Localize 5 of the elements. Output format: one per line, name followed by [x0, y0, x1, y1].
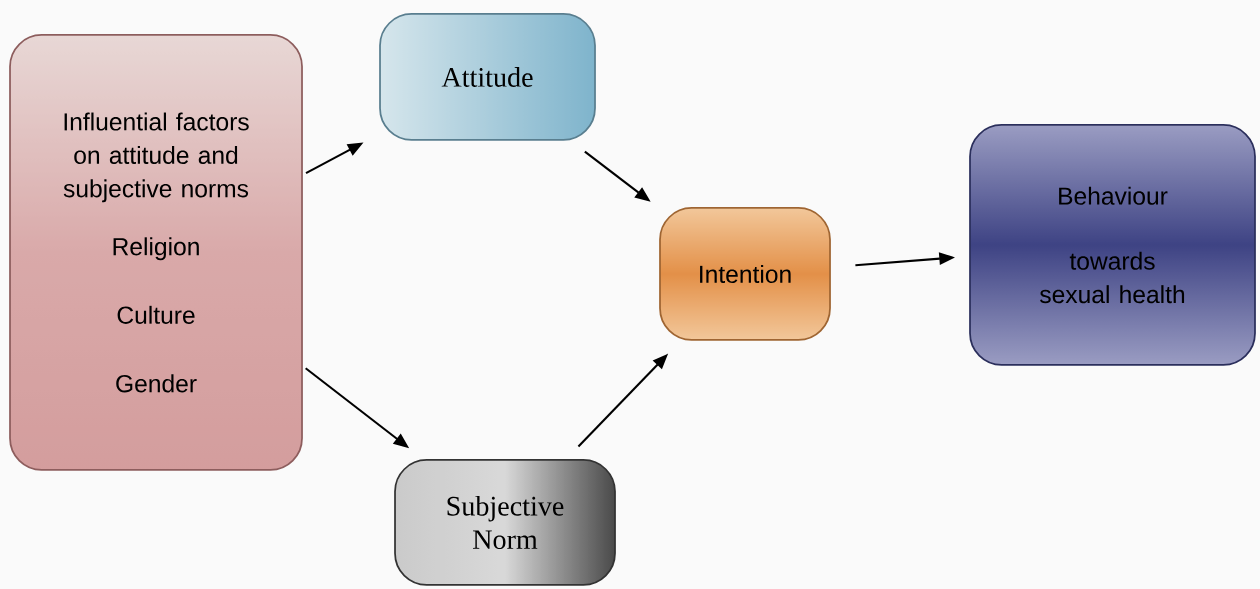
- behaviour-box: Behaviour towards sexual health: [969, 124, 1256, 366]
- factors-box: Influential factors on attitude and subjective norms Religion Culture Gender: [9, 34, 303, 471]
- norm-box: Subjective Norm: [394, 459, 616, 586]
- intention-box: Intention: [659, 207, 831, 341]
- attitude-box: Attitude: [379, 13, 596, 141]
